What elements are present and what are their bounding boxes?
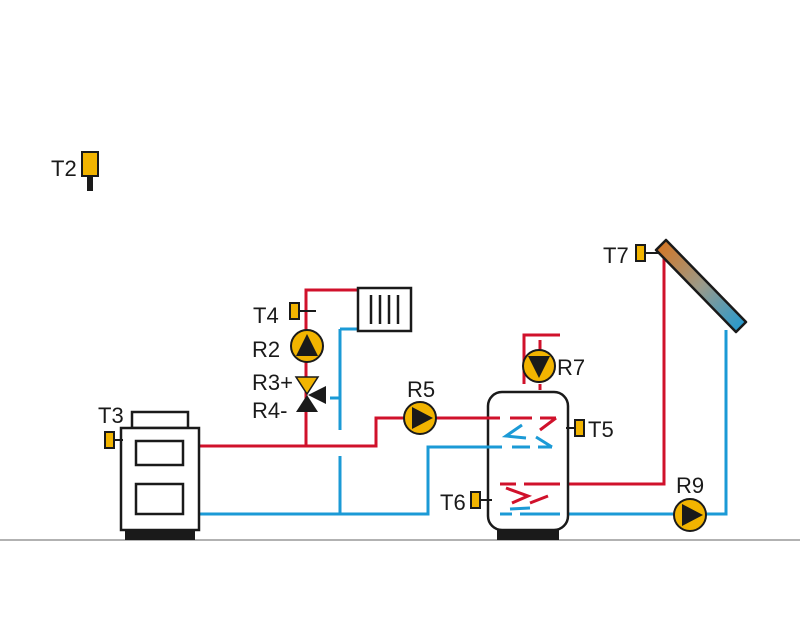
sensor-t6 <box>470 491 492 509</box>
label-t6: T6 <box>440 490 466 515</box>
label-r9: R9 <box>676 473 704 498</box>
label-t4: T4 <box>253 303 279 328</box>
pump-r2 <box>290 329 324 363</box>
lower-coil <box>500 482 560 516</box>
label-t5: T5 <box>588 417 614 442</box>
pump-r5 <box>403 401 437 435</box>
label-r3: R3+ <box>252 370 293 395</box>
label-r2: R2 <box>252 337 280 362</box>
mixing-valve <box>294 376 326 412</box>
pump-r7 <box>522 349 556 383</box>
sensor-t7 <box>635 244 660 262</box>
boiler <box>119 410 201 540</box>
pump-r9 <box>673 498 707 532</box>
label-t3: T3 <box>98 403 124 428</box>
label-r7: R7 <box>557 355 585 380</box>
sensor-t5 <box>566 419 585 437</box>
upper-coil <box>484 416 557 449</box>
solar-collector <box>654 238 748 334</box>
sensor-t4 <box>289 302 316 320</box>
storage-tank <box>484 390 570 540</box>
radiator <box>356 286 413 333</box>
cold-pipes <box>200 327 728 516</box>
label-t2: T2 <box>51 156 77 181</box>
sensor-t3 <box>104 431 123 449</box>
label-r4: R4- <box>252 398 287 423</box>
label-r5: R5 <box>407 377 435 402</box>
sensor-t2 <box>81 151 99 191</box>
label-t7: T7 <box>603 243 629 268</box>
